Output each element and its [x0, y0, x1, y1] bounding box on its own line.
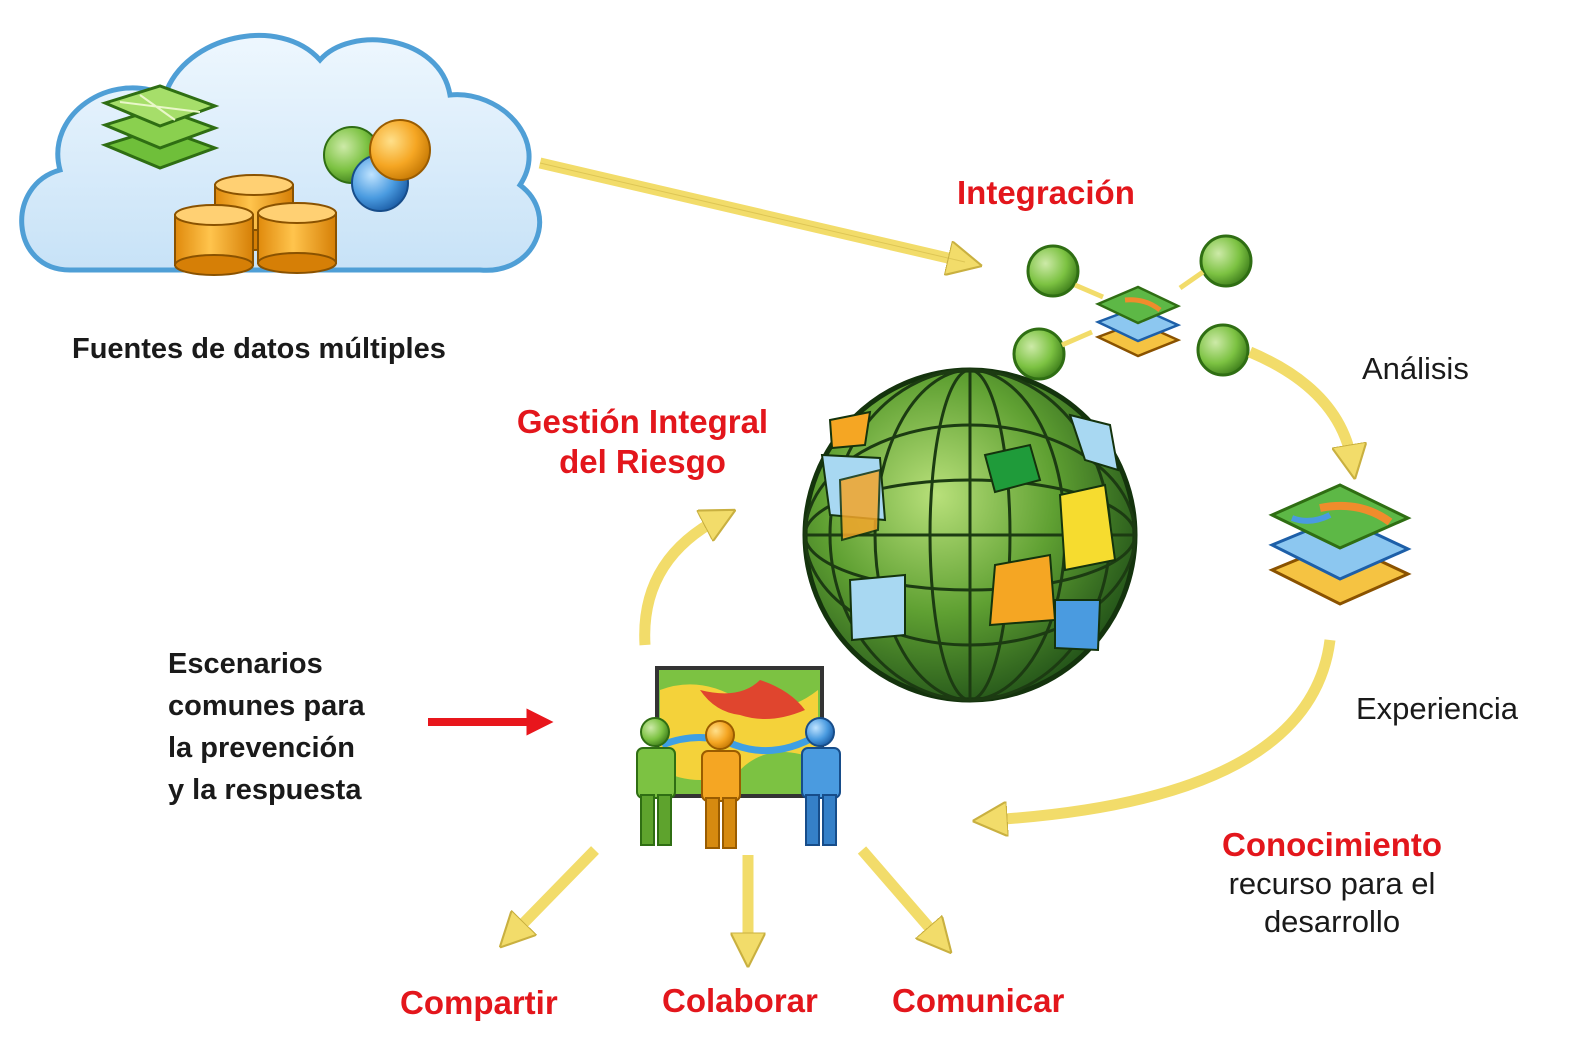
- risk-line2: del Riesgo: [559, 443, 726, 481]
- knowledge-line2: desarrollo: [1263, 904, 1401, 940]
- analysis-layers-icon: [1268, 483, 1412, 606]
- person-orange-icon: [701, 720, 741, 849]
- data-nodes-icon: [323, 119, 431, 212]
- collaborate-label: Colaborar: [662, 982, 818, 1019]
- knowledge-title: Conocimiento: [1222, 826, 1442, 863]
- person-green-icon: [636, 717, 676, 846]
- share-label: Compartir: [400, 984, 558, 1021]
- person-blue-icon: [801, 717, 841, 846]
- scenarios-line1: Escenarios: [168, 648, 323, 680]
- experience-label: Experiencia: [1356, 691, 1518, 726]
- arrow-to-share: [512, 846, 599, 935]
- globe-icon: [802, 367, 1138, 703]
- risk-management-block: Gestión Integral del Riesgo: [500, 402, 785, 483]
- map-layers-icon: [100, 84, 220, 170]
- communicate-label: Comunicar: [892, 982, 1065, 1019]
- knowledge-block: Conocimiento recurso para el desarrollo: [1196, 825, 1468, 941]
- risk-line1: Gestión Integral: [516, 403, 769, 440]
- database-icon: [174, 174, 337, 276]
- integration-icon: [1012, 234, 1253, 381]
- integration-label: Integración: [957, 174, 1135, 211]
- arrow-team-to-risk: [639, 518, 720, 646]
- scenarios-line2: comunes para: [168, 690, 365, 723]
- scenarios-block: Escenarios comunes para la prevención y …: [168, 643, 365, 811]
- scenarios-line4: y la respuesta: [168, 774, 362, 807]
- arrow-analysis-to-knowledge: [990, 639, 1336, 820]
- data-sources-cloud: [19, 33, 543, 276]
- knowledge-line1: recurso para el: [1228, 866, 1436, 902]
- arrow-to-communicate: [857, 846, 940, 940]
- scenarios-line3: la prevención: [168, 732, 355, 765]
- analysis-label: Análisis: [1362, 351, 1469, 386]
- arrow-integration-to-analysis: [1247, 346, 1352, 462]
- team-map-icon: [636, 666, 841, 849]
- sources-label: Fuentes de datos múltiples: [72, 333, 446, 365]
